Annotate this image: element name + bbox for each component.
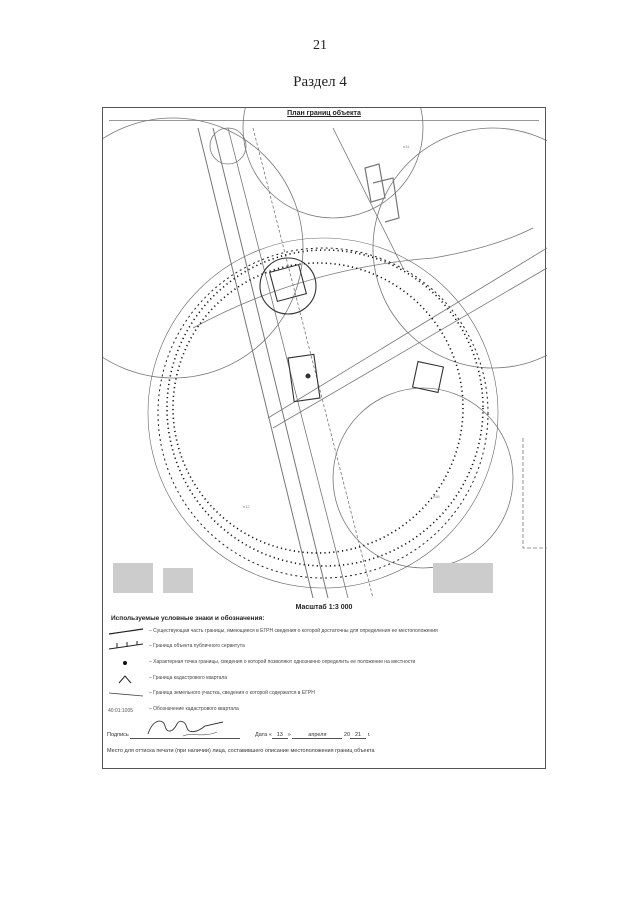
station-square-north xyxy=(268,263,308,303)
legend-item-quarter-label: 40:01:1005 – Обозначение кадастрового кв… xyxy=(108,706,239,714)
date-day: 13 xyxy=(271,732,288,739)
station-circle-north xyxy=(259,257,317,315)
page-number: 21 xyxy=(313,38,327,53)
thin-line-icon xyxy=(108,692,144,697)
svg-text:40:01:1005: 40:01:1005 xyxy=(108,708,133,714)
section-title: Раздел 4 xyxy=(293,74,347,90)
map-arc-left xyxy=(103,117,304,379)
solid-line-icon xyxy=(108,628,144,635)
map-scale: Масштаб 1:3 000 xyxy=(295,604,353,611)
map-arc-top xyxy=(242,108,424,219)
date-year-suffix: 21 xyxy=(350,732,367,739)
date-month: апреля xyxy=(292,732,343,739)
signature-row: Подпись xyxy=(107,732,241,739)
date-year-end: г. xyxy=(367,732,371,738)
signature-label: Подпись xyxy=(107,732,129,738)
dot-icon xyxy=(123,661,127,665)
map-arc-right xyxy=(372,127,547,369)
legend-item-land-plot-boundary: – Граница земельного участка, сведения о… xyxy=(107,688,543,700)
quarter-label-icon: 40:01:1005 xyxy=(108,708,133,714)
handwritten-signature xyxy=(147,720,224,737)
legend-item-characteristic-point: – Характерная точка границы, сведения о … xyxy=(107,657,543,669)
caret-icon xyxy=(118,675,132,684)
svg-text:н31: н31 xyxy=(403,144,410,149)
legend-title: Используемые условные знаки и обозначени… xyxy=(111,615,265,622)
servitude-ring-outer xyxy=(147,237,499,589)
seal-note: Место для оттиска печати (при наличии) л… xyxy=(107,748,375,754)
servitude-ring-inner xyxy=(166,249,484,567)
legend-item-servitude-boundary: – Граница объекта публичного сервитута xyxy=(107,641,543,653)
boundary-map: н31 н12 н58 xyxy=(103,108,547,598)
sheet-title: План границ объекта xyxy=(287,110,361,117)
title-underline xyxy=(109,120,539,121)
boundary-plan-sheet: План границ объекта xyxy=(102,107,547,769)
date-year-prefix: 20 xyxy=(343,732,351,738)
legend-item-existing-boundary: – Существующая часть границы, имеющиеся … xyxy=(107,626,543,638)
svg-text:н58: н58 xyxy=(433,494,440,499)
svg-text:н12: н12 xyxy=(243,504,250,509)
date-label: Дата xyxy=(255,732,268,738)
legend-item-cadastral-quarter-boundary: – Граница кадастрового квартала xyxy=(107,673,543,685)
tick-line-icon xyxy=(108,641,144,650)
signature-line xyxy=(130,732,241,739)
station-rect-center xyxy=(287,353,321,403)
map-arc-lower-right xyxy=(332,387,514,569)
station-square-east xyxy=(411,360,445,394)
